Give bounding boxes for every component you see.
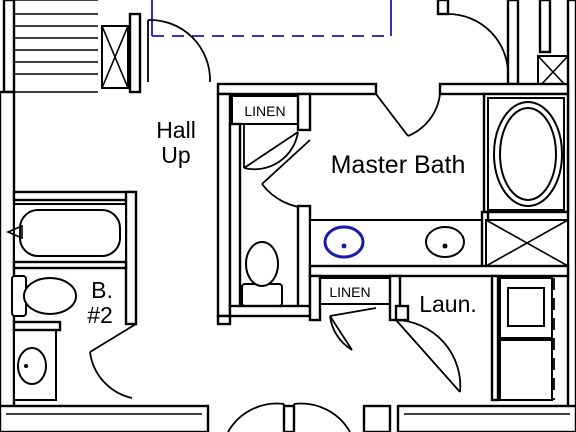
door-swing-bottom-right xyxy=(293,402,351,432)
linen-label-lower: LINEN xyxy=(329,284,370,300)
room-label-hall-up: Up xyxy=(161,142,190,168)
wall-hall-right xyxy=(216,92,232,318)
linen-closet-upper: LINEN xyxy=(231,95,299,125)
upper-room-outline xyxy=(151,0,392,37)
linen-label-upper: LINEN xyxy=(244,103,285,119)
door-swing-linen-lower xyxy=(329,315,353,351)
wall-vanity-bottom xyxy=(308,264,570,278)
door-swing-top-right xyxy=(447,13,509,77)
wall-stair-right xyxy=(128,12,142,94)
room-label-bath2: B. xyxy=(91,277,113,303)
wall-right-exterior xyxy=(566,0,576,432)
toilet-bath2 xyxy=(11,275,77,317)
sink-bath2 xyxy=(13,329,57,401)
door-swing-bottom-left xyxy=(227,402,285,432)
bottom-walls xyxy=(0,404,576,432)
wall-bath2-top xyxy=(12,190,134,202)
bathtub-bath2 xyxy=(5,203,127,263)
door-swing-toilet xyxy=(261,183,311,209)
sink-master-right xyxy=(425,226,465,258)
room-label-hall: Hall xyxy=(156,117,196,143)
staircase xyxy=(2,0,98,94)
shower-box xyxy=(485,219,569,267)
wall-left-exterior xyxy=(0,90,16,432)
toilet-master xyxy=(241,241,283,307)
door-swing-bath2 xyxy=(89,351,133,399)
room-label-laundry: Laun. xyxy=(419,291,477,317)
storage-cabinet-left xyxy=(101,25,129,89)
master-vanity xyxy=(309,219,483,267)
sink-highlighted xyxy=(323,225,365,259)
door-swing-hall-top xyxy=(147,19,211,83)
wall-top-right xyxy=(436,0,450,16)
bathtub-master xyxy=(487,97,565,211)
wall-hall-bath-top xyxy=(216,82,378,96)
door-swing-master-bath xyxy=(407,93,441,137)
room-label-bath2-number: #2 xyxy=(87,302,113,328)
washer xyxy=(499,277,553,339)
door-swing-laundry xyxy=(395,319,462,393)
door-swing-linen-upper xyxy=(243,131,299,171)
dryer xyxy=(499,339,553,401)
linen-closet-lower: LINEN xyxy=(311,277,391,305)
room-label-master-bath: Master Bath xyxy=(331,151,466,179)
